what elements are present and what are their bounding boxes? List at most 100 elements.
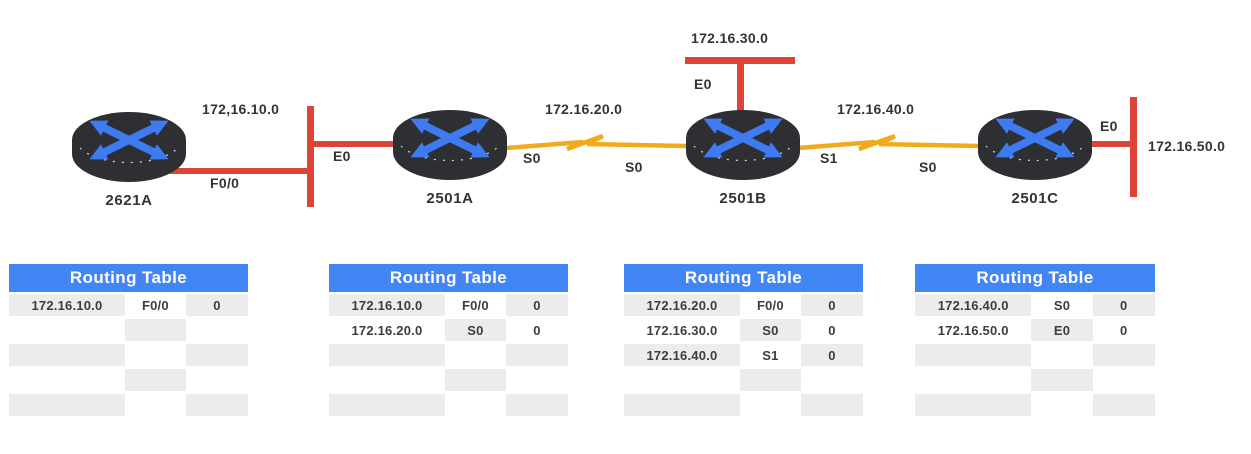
table-row bbox=[329, 394, 568, 416]
table-cell-metric bbox=[185, 319, 248, 341]
router-name-label: 2621A bbox=[105, 192, 153, 209]
network-address-label-1: 172,16.10.0 bbox=[202, 101, 280, 117]
router-icon bbox=[977, 109, 1093, 181]
router-icon bbox=[392, 109, 508, 181]
ethernet-link-line-e0-2501a bbox=[314, 141, 394, 147]
table-cell-network bbox=[9, 344, 125, 366]
table-cell-interface: S0 bbox=[739, 319, 801, 341]
network-address-label-5: 172.16.50.0 bbox=[1148, 138, 1226, 154]
table-row bbox=[9, 394, 248, 416]
table-cell-network bbox=[9, 369, 125, 391]
table-cell-interface: F0/0 bbox=[124, 294, 186, 316]
table-cell-network bbox=[9, 394, 125, 416]
table-cell-metric bbox=[505, 394, 568, 416]
interface-label-2501a-e0: E0 bbox=[333, 148, 351, 164]
router-2501c: 2501C bbox=[976, 108, 1094, 207]
table-cell-metric: 0 bbox=[1092, 319, 1155, 341]
router-name-label: 2501B bbox=[719, 190, 767, 207]
routing-table-header: Routing Table bbox=[915, 264, 1155, 292]
router-2621a: 2621A bbox=[70, 110, 188, 209]
serial-link-lightning-icon-1 bbox=[505, 132, 688, 154]
interface-label-2501b-s0: S0 bbox=[625, 159, 643, 175]
router-name-label: 2501C bbox=[1011, 190, 1059, 207]
table-cell-network: 172.16.30.0 bbox=[624, 319, 740, 341]
interface-label-2501b-e0: E0 bbox=[694, 76, 712, 92]
ethernet-segment-bar-5 bbox=[1130, 97, 1137, 197]
table-row bbox=[9, 344, 248, 366]
table-cell-metric: 0 bbox=[1092, 294, 1155, 316]
router-icon bbox=[71, 111, 187, 183]
router-2501a: 2501A bbox=[391, 108, 509, 207]
table-cell-interface bbox=[739, 394, 801, 416]
table-cell-interface bbox=[1031, 394, 1093, 416]
interface-label-2501c-s0: S0 bbox=[919, 159, 937, 175]
table-cell-metric: 0 bbox=[505, 294, 568, 316]
router-2501b: 2501B bbox=[684, 108, 802, 207]
network-address-label-4: 172.16.40.0 bbox=[837, 101, 915, 117]
table-cell-interface bbox=[444, 369, 506, 391]
table-cell-metric bbox=[800, 369, 863, 391]
table-cell-network bbox=[9, 319, 125, 341]
table-cell-interface: F0/0 bbox=[444, 294, 506, 316]
table-cell-network: 172.16.40.0 bbox=[915, 294, 1032, 316]
table-row bbox=[915, 394, 1155, 416]
table-cell-network: 172.16.20.0 bbox=[624, 294, 740, 316]
table-cell-metric bbox=[1092, 369, 1155, 391]
table-cell-network: 172.16.10.0 bbox=[329, 294, 445, 316]
table-cell-interface bbox=[124, 344, 186, 366]
table-cell-interface bbox=[444, 394, 506, 416]
table-cell-metric: 0 bbox=[800, 344, 863, 366]
table-cell-metric bbox=[185, 344, 248, 366]
table-row bbox=[9, 369, 248, 391]
router-icon bbox=[685, 109, 801, 181]
table-cell-metric bbox=[505, 344, 568, 366]
interface-label-2501b-s1: S1 bbox=[820, 150, 838, 166]
ethernet-link-line-e0-2501b bbox=[737, 64, 744, 112]
table-cell-network bbox=[624, 394, 740, 416]
table-cell-interface bbox=[1031, 344, 1093, 366]
interface-label-2501c-e0: E0 bbox=[1100, 118, 1118, 134]
table-row bbox=[624, 369, 863, 391]
table-cell-metric: 0 bbox=[185, 294, 248, 316]
interface-label-2621a-f0-0: F0/0 bbox=[210, 175, 240, 191]
routing-table-header: Routing Table bbox=[624, 264, 863, 292]
table-cell-interface: S1 bbox=[739, 344, 801, 366]
table-cell-metric: 0 bbox=[505, 319, 568, 341]
table-cell-network bbox=[624, 369, 740, 391]
table-cell-network bbox=[329, 344, 445, 366]
network-address-label-3: 172.16.30.0 bbox=[691, 30, 769, 46]
table-row bbox=[915, 369, 1155, 391]
table-row bbox=[624, 394, 863, 416]
routing-table-header: Routing Table bbox=[9, 264, 248, 292]
table-row bbox=[329, 344, 568, 366]
table-cell-metric bbox=[800, 394, 863, 416]
table-cell-interface bbox=[1031, 369, 1093, 391]
table-cell-network bbox=[329, 369, 445, 391]
table-cell-network: 172.16.10.0 bbox=[9, 294, 125, 316]
table-cell-network bbox=[915, 344, 1032, 366]
table-cell-network: 172.16.40.0 bbox=[624, 344, 740, 366]
table-cell-interface: S0 bbox=[444, 319, 506, 341]
table-cell-metric bbox=[185, 394, 248, 416]
table-cell-metric: 0 bbox=[800, 319, 863, 341]
routing-table-header: Routing Table bbox=[329, 264, 568, 292]
table-cell-interface: F0/0 bbox=[739, 294, 801, 316]
table-cell-metric bbox=[1092, 344, 1155, 366]
table-cell-network bbox=[329, 394, 445, 416]
table-cell-interface bbox=[444, 344, 506, 366]
table-cell-metric bbox=[1092, 394, 1155, 416]
